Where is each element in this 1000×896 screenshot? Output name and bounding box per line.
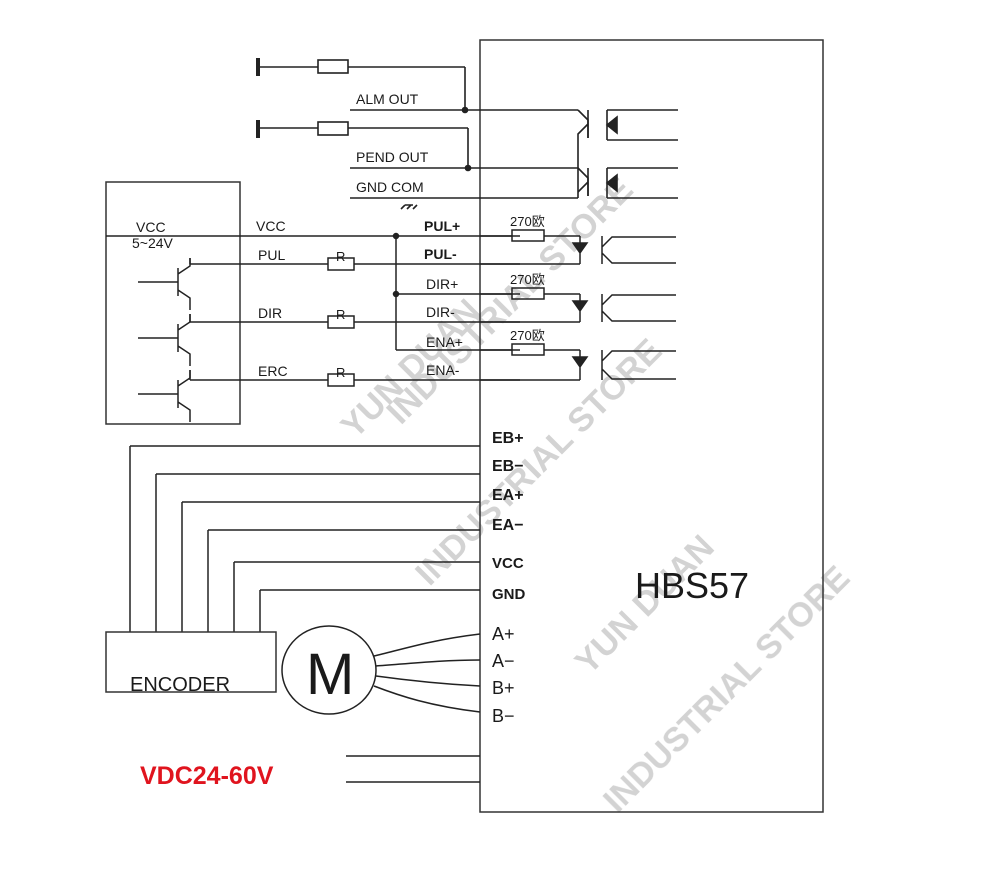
controller-box <box>105 181 241 425</box>
pul-270-label: 270欧 <box>510 214 545 229</box>
driver-box <box>479 39 824 813</box>
motor-b-plus-label: B+ <box>492 678 515 698</box>
enc-vcc-label: VCC <box>492 555 524 572</box>
encoder-label: ENCODER <box>130 674 230 696</box>
pend-out-label: PEND OUT <box>356 149 429 165</box>
alm-out-label: ALM OUT <box>356 91 419 107</box>
ctrl-erc-label: ERC <box>258 363 288 379</box>
motor-a-minus-label: A− <box>492 651 515 671</box>
erc-r-label: R <box>336 365 345 380</box>
pul-r-label: R <box>336 249 345 264</box>
alm-resistor <box>317 59 349 74</box>
pend-resistor <box>317 121 349 136</box>
controller-vcc-label: VCC <box>136 219 166 235</box>
eb-minus-label: EB− <box>492 458 524 475</box>
ctrl-vcc-wire-label: VCC <box>256 218 286 234</box>
dir-r-label: R <box>336 307 345 322</box>
dir-plus-label: DIR+ <box>426 276 458 292</box>
input-optocouplers <box>480 229 676 381</box>
power-wiring <box>346 755 480 783</box>
gnd-com-label: GND COM <box>356 179 424 195</box>
motor-a-plus-label: A+ <box>492 624 515 644</box>
watermark: YUN DUAN INDUSTRIAL STORE YUN DUAN INDUS… <box>334 170 858 819</box>
motor-symbol <box>281 625 377 715</box>
motor-wiring <box>281 625 481 715</box>
power-label: VDC24-60V <box>140 762 274 790</box>
ena-270-label: 270欧 <box>510 328 545 343</box>
encoder-box <box>105 631 277 693</box>
ena-plus-label: ENA+ <box>426 334 463 350</box>
motor-label: M <box>306 642 354 707</box>
dir-270-label: 270欧 <box>510 272 545 287</box>
ctrl-dir-label: DIR <box>258 305 282 321</box>
ea-minus-label: EA− <box>492 517 524 534</box>
pul-minus-label: PUL- <box>424 246 457 262</box>
controller-supply-range: 5~24V <box>132 235 174 251</box>
ea-plus-label: EA+ <box>492 487 524 504</box>
alarm-outputs <box>256 58 678 210</box>
encoder-wiring <box>129 445 480 632</box>
eb-plus-label: EB+ <box>492 430 524 447</box>
driver-model: HBS57 <box>635 565 749 606</box>
ena-minus-label: ENA- <box>426 362 460 378</box>
dir-minus-label: DIR- <box>426 304 455 320</box>
enc-gnd-label: GND <box>492 586 526 603</box>
motor-b-minus-label: B− <box>492 706 515 726</box>
pul-plus-label: PUL+ <box>424 218 460 234</box>
ctrl-pul-label: PUL <box>258 247 285 263</box>
